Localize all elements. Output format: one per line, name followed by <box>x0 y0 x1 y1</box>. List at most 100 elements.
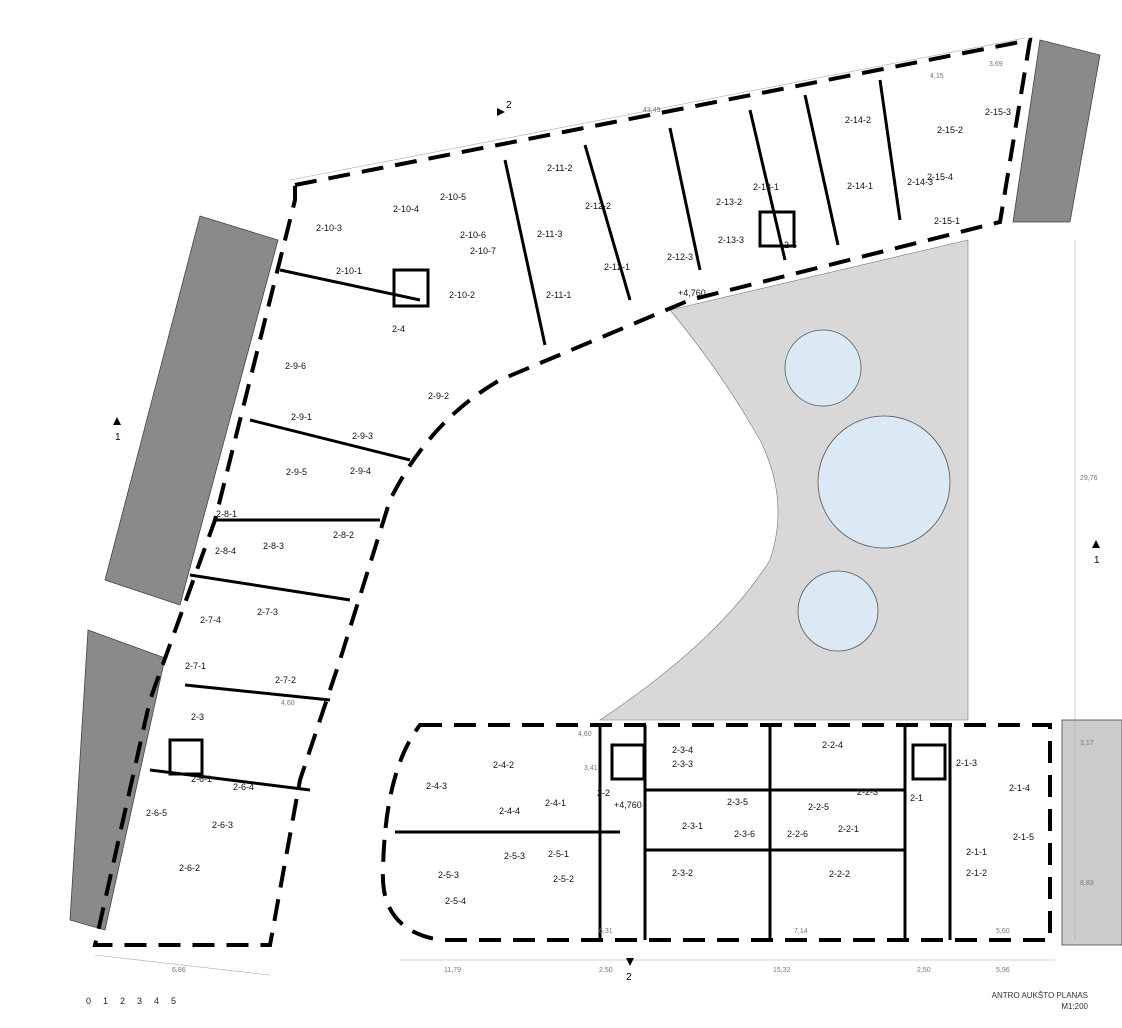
room-label: 2-15-3 <box>985 107 1011 117</box>
scale-tick: 3 <box>137 996 143 1006</box>
room-label: 2-14-1 <box>847 181 873 191</box>
room-label: 2-5-1 <box>548 849 569 859</box>
room-label: 2-8-1 <box>216 509 237 519</box>
room-label: 2-3-6 <box>734 829 755 839</box>
room-label: 2-4-4 <box>499 806 520 816</box>
section-mark: 1 <box>115 432 121 443</box>
room-label: 2-10-6 <box>460 230 486 240</box>
dimension-label: 29,76 <box>1080 475 1098 482</box>
plan-title: ANTRO AUKŠTO PLANAS M1:200 <box>992 990 1088 1012</box>
room-label: 2-10-4 <box>393 204 419 214</box>
room-label: 2-1-2 <box>966 868 987 878</box>
room-label: 2-5-2 <box>553 874 574 884</box>
room-label: 2-9-6 <box>285 361 306 371</box>
section-markers: 1 1 2 2 <box>113 100 1100 983</box>
room-label: 2-15-2 <box>937 125 963 135</box>
room-label: 2-3-1 <box>682 821 703 831</box>
section-mark: 2 <box>506 100 512 111</box>
room-label: 2-3 <box>191 712 204 722</box>
room-label: 2-1-1 <box>966 847 987 857</box>
dimension-label: 11,79 <box>444 967 461 974</box>
room-label: 2-1-4 <box>1009 783 1030 793</box>
room-label: 2-6-5 <box>146 808 167 818</box>
dimension-label: 7,14 <box>794 928 808 935</box>
dimension-label: 5,60 <box>996 928 1010 935</box>
dimension-label: 5,96 <box>996 967 1010 974</box>
room-label: 2-7-2 <box>275 675 296 685</box>
dimension-label: 2,50 <box>917 967 931 974</box>
neighbor-buildings <box>69 39 1122 946</box>
room-label: 2-5-3 <box>504 851 525 861</box>
room-label: 2-6-3 <box>212 820 233 830</box>
level-mark: +4,760 <box>614 800 642 810</box>
level-mark: +4,760 <box>678 288 706 298</box>
room-label: 2-15-4 <box>927 172 953 182</box>
dimension-label: 4,60 <box>281 700 295 707</box>
room-label: 2-13-2 <box>716 197 742 207</box>
room-label: 2-2-3 <box>857 787 878 797</box>
room-label: 2-10-2 <box>449 290 475 300</box>
dimension-label: 3,69 <box>989 61 1003 68</box>
room-label: 2-7-4 <box>200 615 221 625</box>
room-label: 2-2-5 <box>808 802 829 812</box>
room-label: 2-10-1 <box>336 266 362 276</box>
room-label: 2-10-3 <box>316 223 342 233</box>
room-label: 2-9-2 <box>428 391 449 401</box>
room-label: 2-6-1 <box>191 774 212 784</box>
room-label: 2-9-5 <box>286 467 307 477</box>
room-label: 2-4 <box>392 324 405 334</box>
room-label: 2-1-3 <box>956 758 977 768</box>
pools <box>784 329 951 652</box>
room-label: 2-14-2 <box>845 115 871 125</box>
section-mark: 1 <box>1094 555 1100 566</box>
room-label: 2-2-2 <box>829 869 850 879</box>
room-label: 2-5-3 <box>438 870 459 880</box>
dimension-label: 2,50 <box>599 967 613 974</box>
dimension-label: 43,49 <box>643 107 661 114</box>
dimension-label: 6,31 <box>599 928 613 935</box>
room-label: 2-3-4 <box>672 745 693 755</box>
room-label: 2-6-4 <box>233 782 254 792</box>
room-label: 2-2 <box>597 788 610 798</box>
room-label: 2-3-3 <box>672 759 693 769</box>
dimension-label: 4,15 <box>930 73 944 80</box>
room-label: 2-12-3 <box>667 252 693 262</box>
room-label: 2-13-1 <box>753 182 779 192</box>
room-label: 2-9-3 <box>352 431 373 441</box>
dimension-label: 3,17 <box>1080 740 1094 747</box>
dimension-label: 8,83 <box>1080 880 1094 887</box>
room-label: 2-5 <box>784 240 797 250</box>
plan-scale: M1:200 <box>1061 1002 1088 1011</box>
room-label: 2-8-4 <box>215 546 236 556</box>
room-label: 2-11-3 <box>537 229 562 239</box>
dimension-label: 15,32 <box>773 967 791 974</box>
room-label: 2-8-2 <box>333 530 354 540</box>
room-label: 2-12-1 <box>604 262 630 272</box>
room-label: 2-3-5 <box>727 797 748 807</box>
dimension-lines <box>94 37 1076 976</box>
scale-tick: 4 <box>154 996 160 1006</box>
room-label: 2-1 <box>910 793 923 803</box>
room-label: 2-7-1 <box>185 661 206 671</box>
room-label: 2-8-3 <box>263 541 284 551</box>
room-label: 2-5-4 <box>445 896 466 906</box>
scale-tick: 5 <box>171 996 177 1006</box>
room-label: 2-2-4 <box>822 740 843 750</box>
room-label: 2-4-1 <box>545 798 566 808</box>
scale-tick: 1 <box>103 996 109 1006</box>
room-label: 2-11-1 <box>546 290 571 300</box>
building-walls <box>92 37 1052 947</box>
room-label: 2-2-1 <box>838 824 859 834</box>
room-label: 2-13-3 <box>718 235 744 245</box>
dimension-label: 3,41 <box>584 765 598 772</box>
scale-tick: 2 <box>120 996 126 1006</box>
room-label: 2-3-2 <box>672 868 693 878</box>
room-label: 2-6-2 <box>179 863 200 873</box>
section-mark: 2 <box>626 972 632 983</box>
room-label: 2-12-2 <box>585 201 611 211</box>
room-label: 2-10-7 <box>470 246 496 256</box>
room-label: 2-15-1 <box>934 216 960 226</box>
room-label: 2-9-1 <box>291 412 312 422</box>
